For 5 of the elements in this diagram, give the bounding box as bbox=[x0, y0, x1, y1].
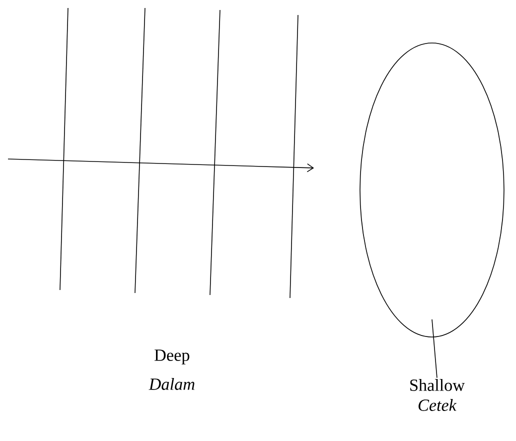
leader-line bbox=[432, 318, 438, 378]
text-label: Shallow Cetek bbox=[410, 379, 465, 411]
text-label: Dalam bbox=[148, 378, 194, 390]
ellipse-shape bbox=[360, 42, 504, 338]
text-label: Deep bbox=[154, 350, 190, 364]
